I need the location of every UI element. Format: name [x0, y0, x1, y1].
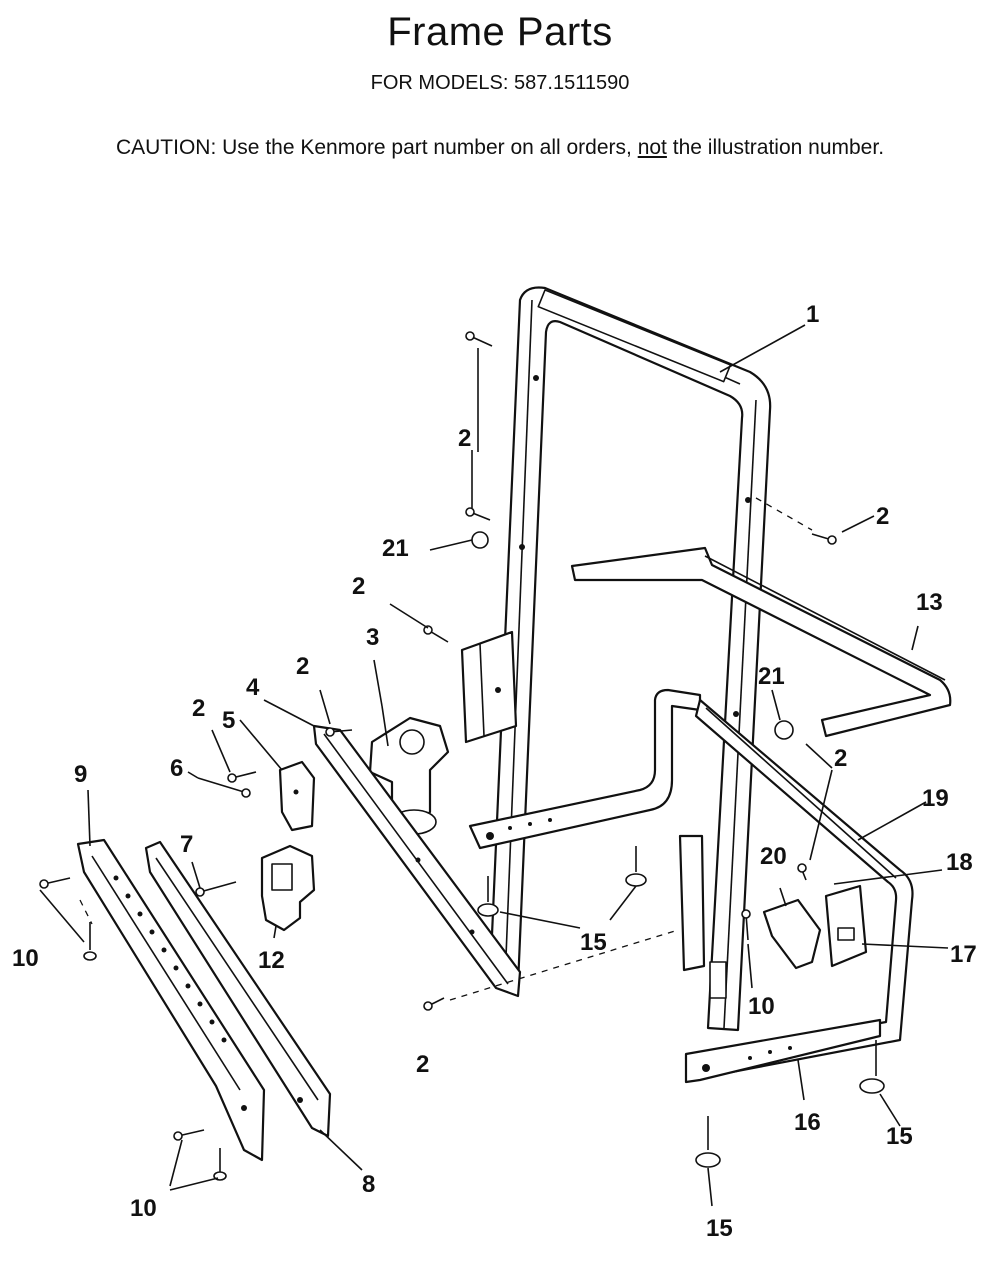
grommets — [471, 531, 794, 740]
callout-10: 10 — [130, 1195, 157, 1222]
screws — [195, 331, 837, 1011]
models-value: 587.1511590 — [514, 72, 630, 94]
part-12-switch — [260, 844, 316, 932]
part-6-pin — [197, 777, 251, 798]
part-8-rail — [144, 840, 332, 1138]
callout-10: 10 — [12, 945, 39, 972]
leader-lines — [39, 324, 949, 1207]
callout-2: 2 — [192, 695, 205, 722]
caution-note: CAUTION: Use the Kenmore part number on … — [0, 136, 1000, 160]
callout-2: 2 — [834, 745, 847, 772]
part-13-cross-brace — [570, 546, 952, 738]
callout-5: 5 — [222, 707, 235, 734]
callout-7: 7 — [180, 831, 193, 858]
callout-18: 18 — [946, 849, 973, 876]
callout-2: 2 — [458, 425, 471, 452]
part-20-bracket — [762, 898, 822, 970]
part-3-bracket — [460, 630, 518, 744]
callout-4: 4 — [246, 674, 260, 701]
leveling-feet — [477, 846, 885, 1168]
mounting-screws — [39, 877, 751, 1181]
part-16-base-rail — [684, 1018, 882, 1084]
callout-2: 2 — [352, 573, 365, 600]
models-line: FOR MODELS: 587.1511590 — [0, 72, 1000, 95]
part-5-small-bracket — [278, 760, 316, 832]
part-9-perforated-rail — [76, 838, 266, 1162]
callout-16: 16 — [794, 1109, 821, 1136]
callout-labels: 1 2 2 2 2 2 2 2 3 4 5 6 7 8 9 10 10 10 1… — [12, 301, 977, 1242]
callout-21: 21 — [758, 663, 785, 690]
callout-13: 13 — [916, 589, 943, 616]
callout-2: 2 — [296, 653, 309, 680]
part-1-main-frame — [488, 286, 772, 1032]
callout-10: 10 — [748, 993, 775, 1020]
callout-9: 9 — [74, 761, 87, 788]
callout-19: 19 — [922, 785, 949, 812]
callout-15: 15 — [580, 929, 607, 956]
callout-20: 20 — [760, 843, 787, 870]
callout-2: 2 — [876, 503, 889, 530]
part-4-mounting-bar — [312, 724, 522, 998]
models-label: FOR MODELS: — [370, 72, 509, 94]
callout-3: 3 — [366, 624, 379, 651]
caution-not: not — [637, 136, 667, 159]
caution-text-a: Use the Kenmore part number on all order… — [222, 136, 632, 159]
frame-bracket — [678, 834, 706, 972]
callout-15: 15 — [886, 1123, 913, 1150]
rail-holes — [113, 875, 247, 1111]
part-17-bracket — [824, 884, 868, 968]
callout-6: 6 — [170, 755, 183, 782]
callout-2: 2 — [416, 1051, 429, 1078]
callout-15: 15 — [706, 1215, 733, 1242]
callout-21: 21 — [382, 535, 409, 562]
callout-1: 1 — [806, 301, 819, 328]
callout-8: 8 — [362, 1171, 375, 1198]
caution-text-b: the illustration number. — [672, 136, 885, 159]
base-rail-left — [468, 688, 702, 850]
page-title: Frame Parts — [387, 10, 613, 54]
caution-prefix: CAUTION: — [115, 136, 217, 159]
callout-12: 12 — [258, 947, 285, 974]
callout-17: 17 — [950, 941, 977, 968]
